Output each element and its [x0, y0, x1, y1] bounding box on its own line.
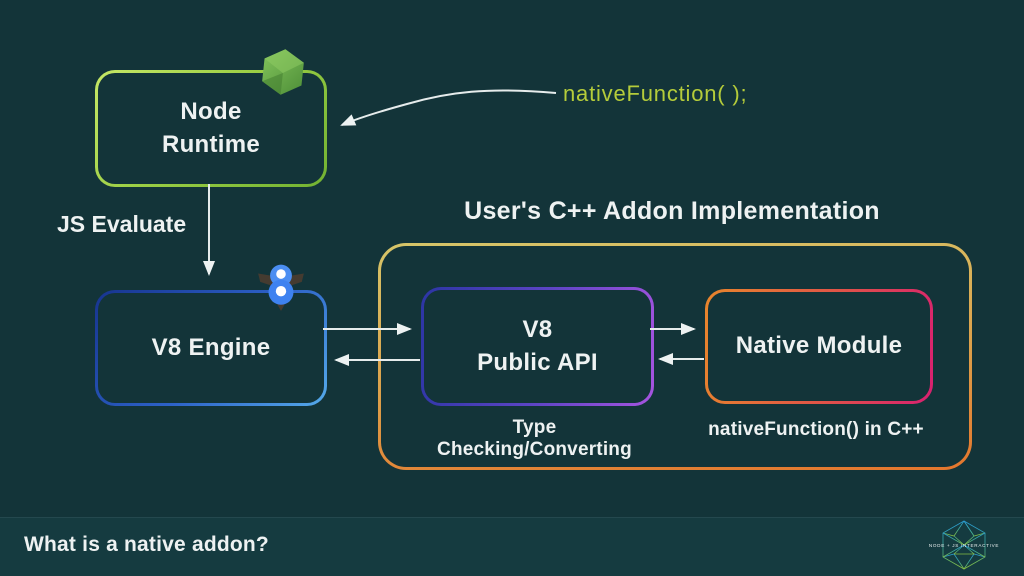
- native-function-cpp-label: nativeFunction() in C++: [708, 419, 924, 440]
- native-module-box: Native Module: [705, 289, 933, 404]
- slide-title: What is a native addon?: [24, 533, 269, 556]
- addon-section-title: User's C++ Addon Implementation: [464, 197, 880, 225]
- nodejs-interactive-logo: NODE + JS INTERACTIVE: [929, 520, 999, 570]
- nodejs-interactive-logo-text: NODE + JS INTERACTIVE: [929, 543, 999, 548]
- v8-engine-label: V8 Engine: [151, 333, 271, 361]
- node-runtime-label: Node Runtime: [161, 98, 261, 158]
- footer-bar: What is a native addon?: [0, 517, 1024, 576]
- v8-public-api-label: V8 Public API: [477, 316, 598, 376]
- v8-logo-icon: [258, 264, 304, 311]
- js-evaluate-label: JS Evaluate: [57, 211, 187, 237]
- native-function-call-text: nativeFunction( );: [563, 81, 748, 106]
- arrow-native-call: [340, 89, 557, 126]
- v8-engine-box: V8 Engine: [95, 290, 327, 406]
- native-module-label: Native Module: [735, 332, 903, 360]
- type-checking-label: Type Checking/Converting: [437, 417, 632, 460]
- nodejs-hexagon-icon: [262, 49, 304, 95]
- v8-public-api-box: V8 Public API: [421, 287, 654, 406]
